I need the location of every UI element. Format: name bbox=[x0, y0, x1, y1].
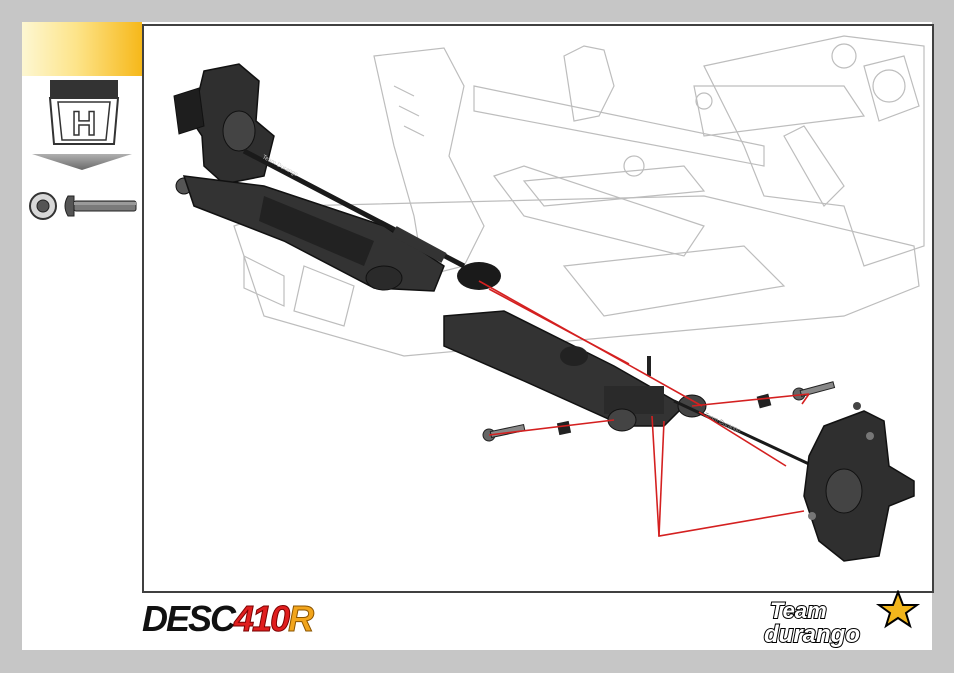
team-durango-logo: Team durango bbox=[762, 590, 930, 648]
manual-page: H bbox=[22, 22, 932, 650]
down-arrow-icon bbox=[30, 152, 134, 172]
chassis-outline bbox=[234, 36, 924, 356]
desc410r-logo: DESC410R bbox=[142, 599, 312, 639]
step-number-tab bbox=[22, 22, 142, 76]
logo-number-text: 410 bbox=[234, 598, 288, 639]
rear-lower-arm bbox=[444, 311, 706, 431]
logo-team-text: Team bbox=[770, 598, 827, 623]
assembly-illustration-frame: Team Durango Team Durango bbox=[142, 24, 934, 593]
rear-right-hub-carrier bbox=[804, 411, 914, 561]
washer-icon bbox=[30, 193, 56, 219]
tool-letter: H bbox=[72, 105, 97, 143]
logo-suffix-text: R bbox=[288, 598, 312, 639]
rear-left-hub-carrier bbox=[174, 64, 274, 194]
parts-list bbox=[26, 188, 138, 222]
screw-icon bbox=[65, 196, 136, 216]
logo-desc-text: DESC bbox=[142, 598, 234, 639]
driveshaft-lower: Team Durango bbox=[674, 401, 824, 471]
logo-durango-text: durango bbox=[764, 621, 860, 648]
driveshaft-label-lower: Team Durango bbox=[703, 412, 742, 434]
hex-key-tool-icon: H bbox=[48, 80, 120, 146]
rear-suspension-assembly-diagram: Team Durango Team Durango bbox=[144, 26, 932, 591]
